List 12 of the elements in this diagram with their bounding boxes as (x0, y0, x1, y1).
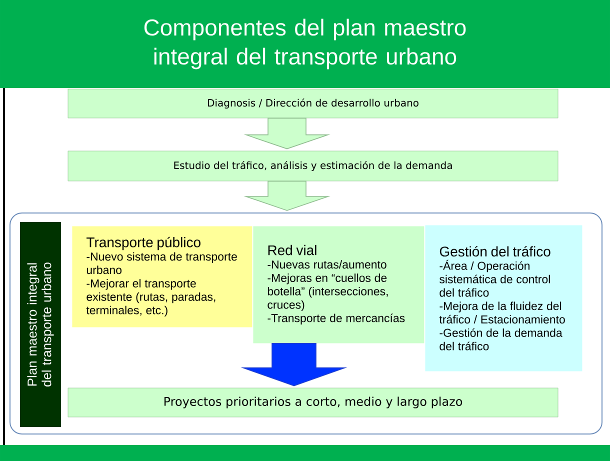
plan-frame (10, 212, 602, 434)
block-arrow (244, 180, 330, 211)
title: Componentes del plan maestro integral del transporte urbano (144, 18, 466, 70)
component-box: Red vial -Nuevas rutas/aumento -Mejoras en “cuellos de botella” (intersecciones, cruces) -Transporte de mercancías (253, 226, 424, 344)
component-box: Transporte público -Nuevo sistema de transporte urbano -Mejorar el transporte existente (rutas, paradas, terminales, etc.) (72, 226, 252, 328)
block-arrow (244, 118, 330, 150)
vertical-label-box: Plan maestro integral del transporte urbano (20, 222, 61, 427)
block-arrow (240, 343, 348, 386)
process-box: Proyectos prioritarios a corto, medio y largo plazo (68, 388, 558, 418)
process-box: Diagnosis / Dirección de desarrollo urbano (68, 88, 558, 118)
component-box: Gestión del tráfico -Área / Operación sistemática de control del tráfico -Mejora de la fluidez del tráfico / Estacionamiento -Gestión de la demanda del tráfico (425, 225, 582, 372)
process-box: Estudio del tráfico, análisis y estimación de la demanda (68, 150, 558, 182)
